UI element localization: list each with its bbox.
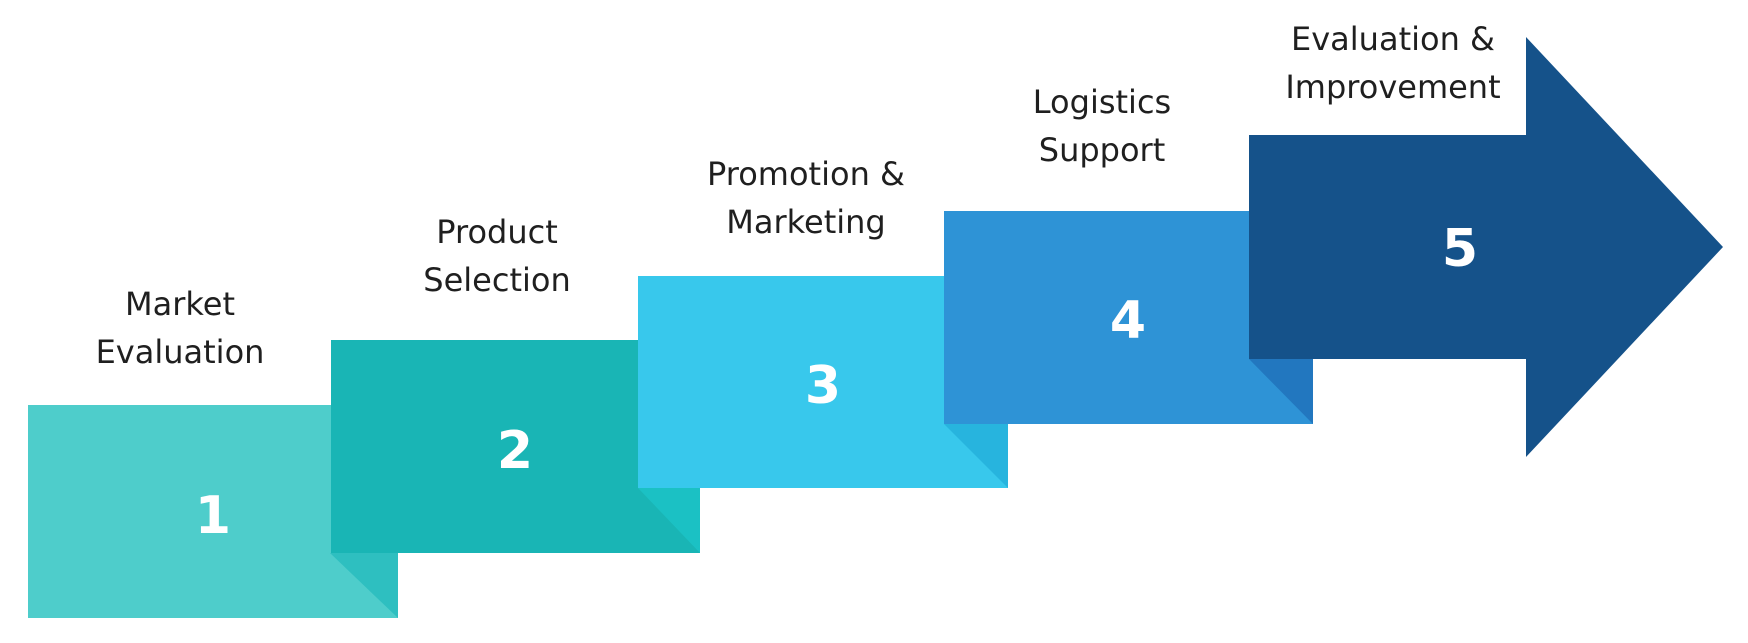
step-4-label-line2: Support xyxy=(1039,131,1166,169)
step-2-shade xyxy=(638,488,700,553)
step-5-number: 5 xyxy=(1442,219,1478,279)
step-5-label-line1: Evaluation & xyxy=(1291,20,1495,58)
step-3-label-line2: Marketing xyxy=(726,203,885,241)
step-4-number: 4 xyxy=(1110,291,1146,351)
step-2-number: 2 xyxy=(497,421,533,481)
step-1-label-line2: Evaluation xyxy=(96,333,265,371)
step-4-shade xyxy=(1249,359,1313,424)
step-5-label-line2: Improvement xyxy=(1285,68,1500,106)
step-2-label-line1: Product xyxy=(436,213,558,251)
step-1-number: 1 xyxy=(195,486,231,546)
step-1-label-line1: Market xyxy=(125,285,235,323)
step-3-shade xyxy=(944,424,1008,488)
step-1: 1 Market Evaluation xyxy=(28,285,398,618)
step-1-shade xyxy=(330,553,398,618)
step-3-label-line1: Promotion & xyxy=(707,155,905,193)
step-3-number: 3 xyxy=(805,356,841,416)
step-5: 5 Evaluation & Improvement xyxy=(1249,20,1723,457)
step-2-label-line2: Selection xyxy=(423,261,570,299)
step-5-arrow xyxy=(1249,37,1723,457)
step-4-label-line1: Logistics xyxy=(1033,83,1171,121)
